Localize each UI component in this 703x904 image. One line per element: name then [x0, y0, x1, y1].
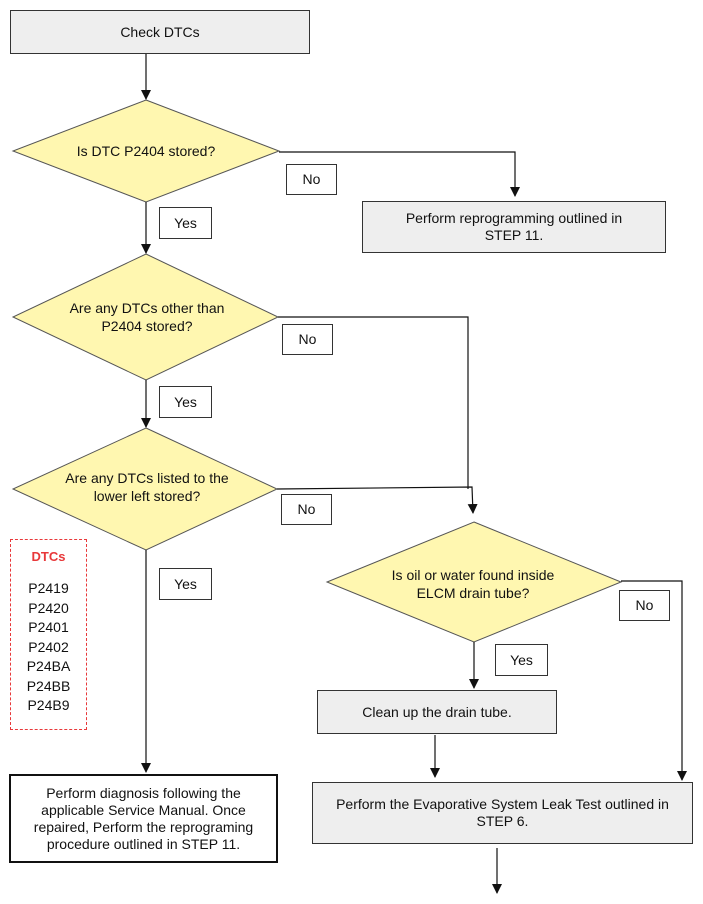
label-yes-q4: Yes — [495, 644, 548, 676]
node-clean-tube: Clean up the drain tube. — [317, 690, 557, 734]
arrow-q4-no — [621, 580, 687, 781]
dtc-code: P24B9 — [27, 697, 70, 713]
label-no-q3: No — [281, 494, 332, 525]
dtc-code: P24BA — [26, 658, 71, 674]
dtc-list-title: DTCs — [31, 549, 66, 564]
dtc-code: P2420 — [28, 599, 69, 616]
dtc-code: P24BB — [26, 677, 71, 694]
label-no-q4: No — [619, 590, 670, 621]
node-leak-test: Perform the Evaporative System Leak Test… — [312, 782, 693, 844]
line-q2-no — [278, 316, 469, 489]
label-no-q1: No — [286, 164, 337, 195]
decision-text-oil-water: Is oil or water found inside ELCM drain … — [391, 567, 555, 601]
dtc-code: P2402 — [28, 638, 69, 655]
label-no-q2: No — [282, 324, 333, 355]
decision-text-other-dtcs: Are any DTCs other than P2404 stored? — [69, 300, 225, 334]
label-yes-q2: Yes — [159, 386, 212, 418]
label-yes-q3: Yes — [159, 568, 212, 600]
node-perform-diagnosis: Perform diagnosis following the applicab… — [9, 774, 278, 863]
decision-text-listed-dtcs: Are any DTCs listed to the lower left st… — [65, 470, 229, 504]
dtc-code: P2419 — [28, 580, 69, 596]
decision-text-p2404: Is DTC P2404 stored? — [76, 143, 216, 159]
arrow-q3-no — [276, 486, 478, 514]
label-yes-q1: Yes — [159, 207, 212, 239]
dtc-list-box: DTCs P2419 P2420 P2401 P2402 P24BA P24BB… — [10, 539, 87, 730]
node-check-dtcs: Check DTCs — [10, 10, 310, 54]
node-reprogram: Perform reprogramming outlined in STEP 1… — [362, 201, 666, 253]
dtc-code: P2401 — [28, 619, 69, 635]
arrow-q1-no — [279, 151, 520, 197]
